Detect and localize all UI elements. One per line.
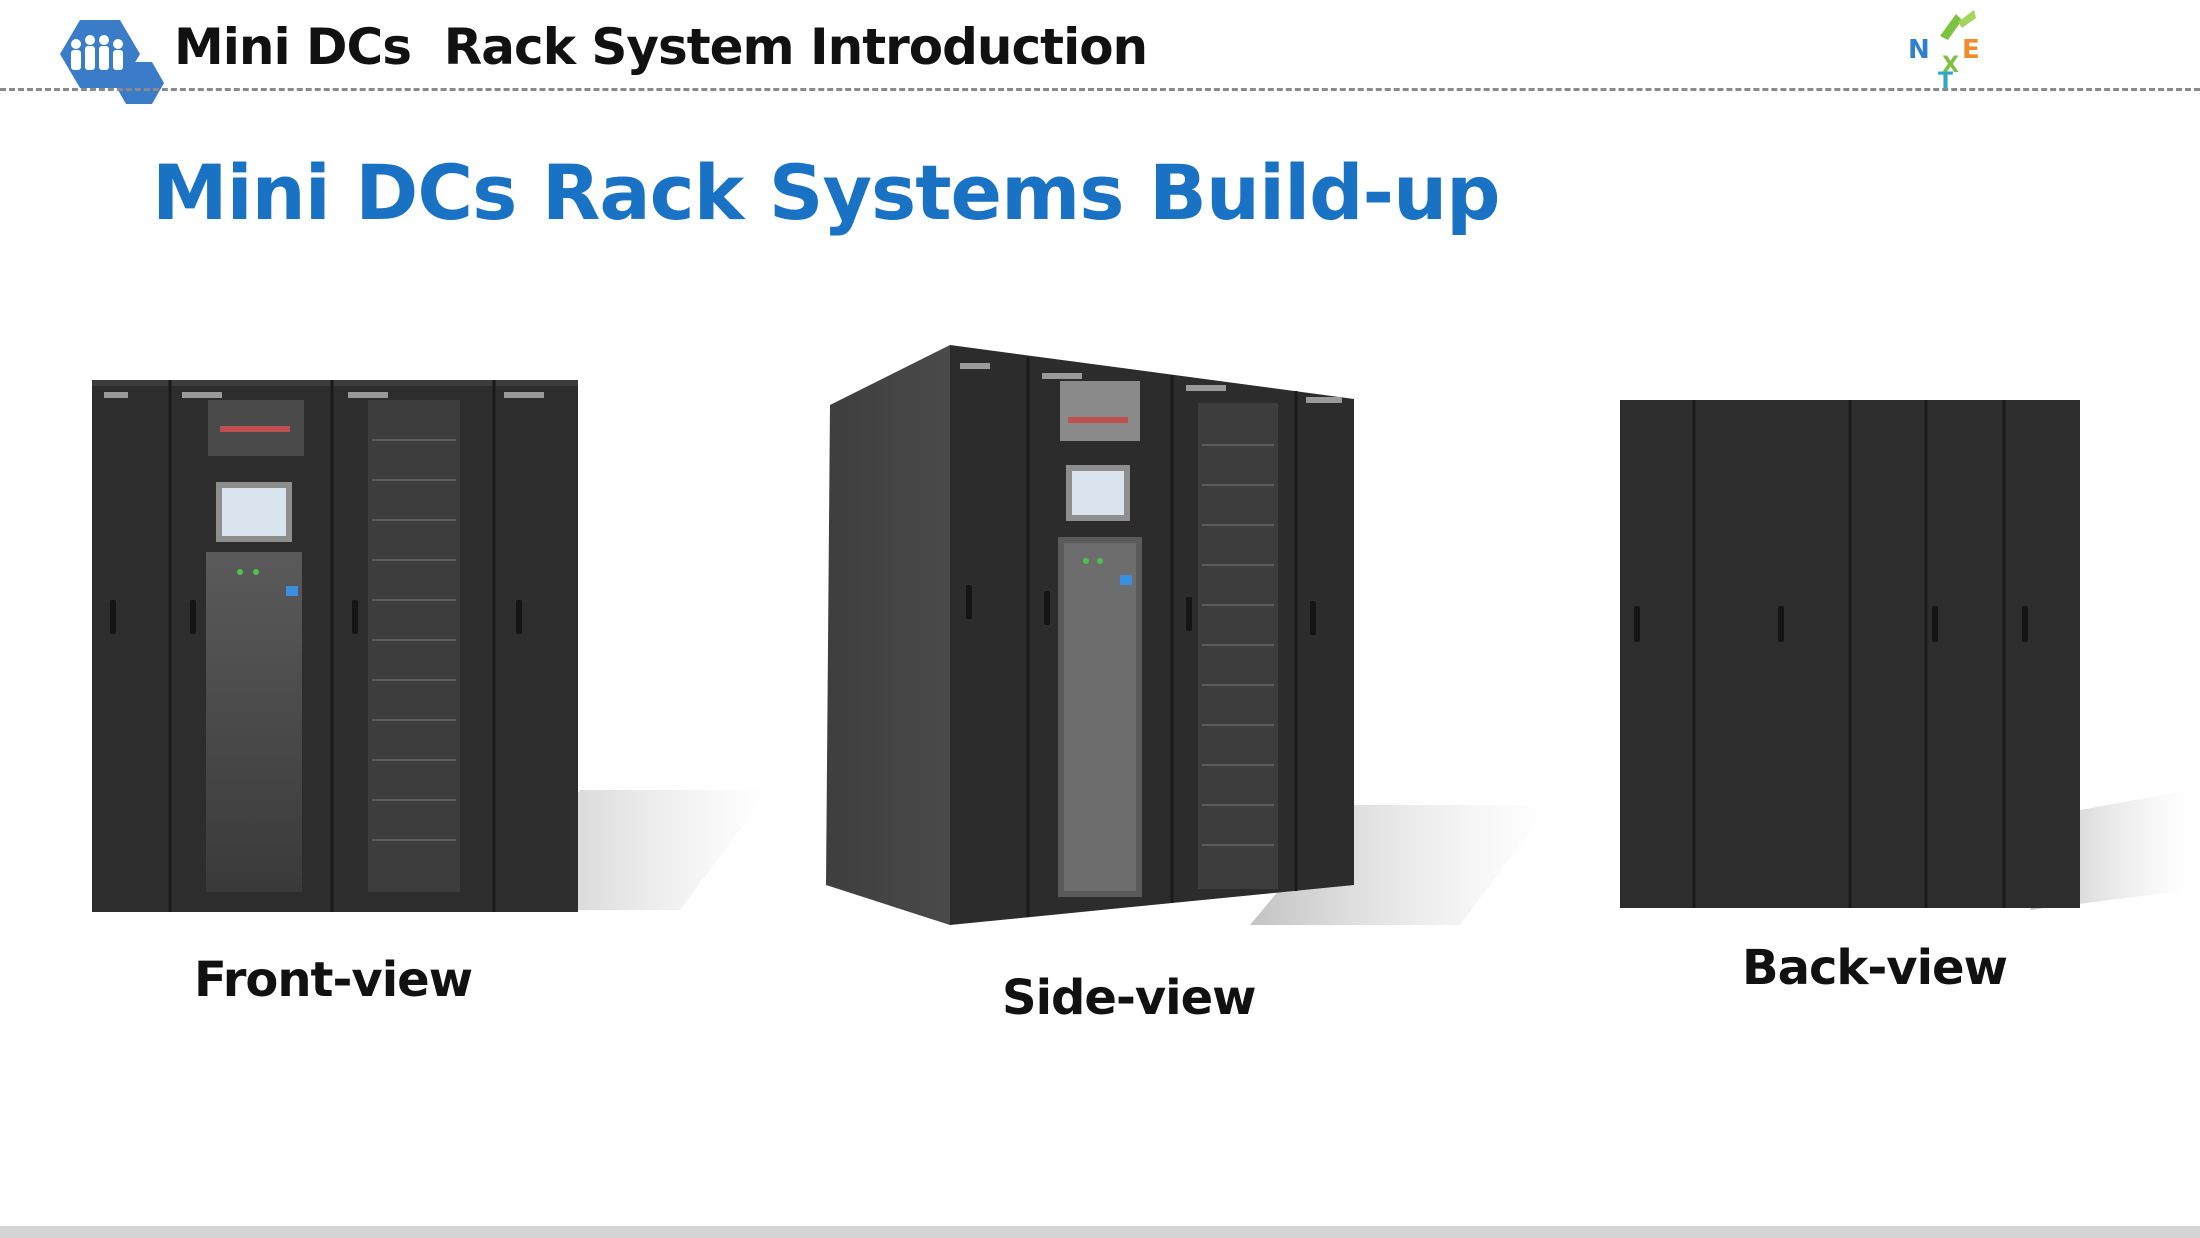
people-hexagon-logo-icon — [60, 20, 164, 104]
back-view-rack-image — [1620, 400, 2190, 910]
front-view-rack-image — [92, 380, 770, 912]
slide-title: Mini DCs Rack Systems Build-up — [152, 148, 1501, 237]
footer-bar — [0, 1226, 2200, 1238]
side-view-caption: Side-view — [1002, 970, 1256, 1026]
header-title: Mini DCs Rack System Introduction — [174, 18, 1148, 76]
nxt-logo-icon: N X E T — [1908, 10, 1980, 90]
svg-text:T: T — [1938, 69, 1953, 90]
svg-text:E: E — [1962, 35, 1980, 65]
front-view-caption: Front-view — [194, 952, 473, 1008]
back-view-caption: Back-view — [1742, 940, 2008, 996]
svg-text:X: X — [1942, 53, 1959, 78]
header-divider — [0, 88, 2200, 91]
side-view-rack-image — [826, 345, 1550, 925]
svg-text:N: N — [1908, 35, 1930, 65]
